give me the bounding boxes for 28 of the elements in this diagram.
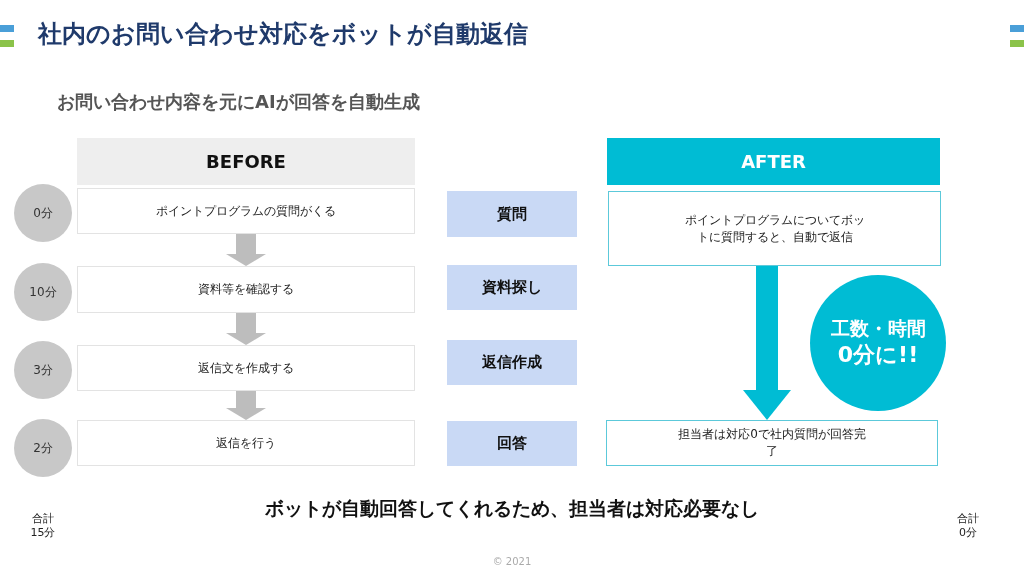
- phase-box: 資料探し: [447, 265, 577, 310]
- result-box: ポイントプログラムについてボットに質問すると、自動で返信: [608, 191, 941, 266]
- summary-text: ボットが自動回答してくれるため、担当者は対応必要なし: [264, 496, 760, 521]
- time-circle: 10分: [14, 263, 72, 321]
- total-time: 合計15分: [29, 512, 57, 540]
- step-box: 資料等を確認する: [77, 266, 415, 313]
- column-header: BEFORE: [77, 138, 415, 185]
- result-box: 担当者は対応0で社内質問が回答完了: [606, 420, 938, 466]
- phase-box: 質問: [447, 191, 577, 237]
- phase-box: 回答: [447, 421, 577, 466]
- slide-title: 社内のお問い合わせ対応をボットが自動返信: [38, 19, 529, 50]
- circle-value: 0分に!!: [837, 341, 919, 370]
- step-box: 返信文を作成する: [77, 345, 415, 391]
- step-box: ポイントプログラムの質問がくる: [77, 188, 415, 234]
- step-box: 返信を行う: [77, 420, 415, 466]
- circle-heading: 工数・時間: [830, 316, 926, 342]
- total-time: 合計0分: [956, 512, 980, 540]
- time-circle: 2分: [14, 419, 72, 477]
- subtitle: お問い合わせ内容を元にAIが回答を自動生成: [57, 90, 421, 114]
- block-arrow: [743, 266, 791, 420]
- time-circle: 0分: [14, 184, 72, 242]
- time-circle: 3分: [14, 341, 72, 399]
- block-arrow: [226, 313, 266, 345]
- copyright-text: © 2021: [491, 556, 533, 567]
- column-header: AFTER: [607, 138, 940, 185]
- phase-box: 返信作成: [447, 340, 577, 385]
- block-arrow: [226, 391, 266, 420]
- block-arrow: [226, 234, 266, 266]
